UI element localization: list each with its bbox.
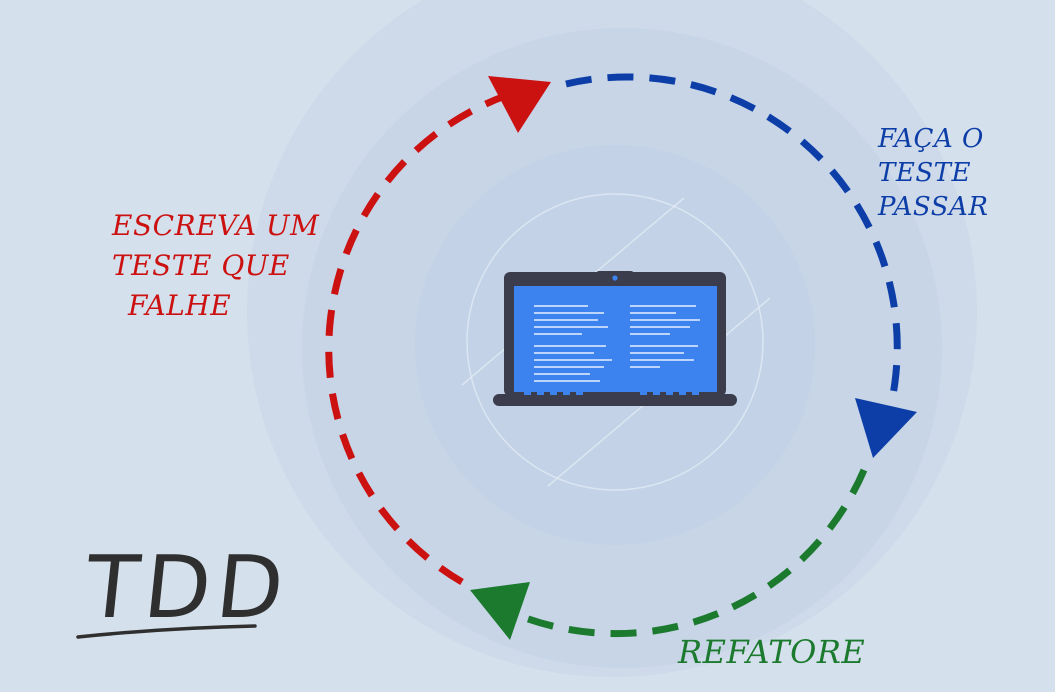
step-make-test-pass: Faça o teste passar <box>878 126 1053 228</box>
decor-ring <box>466 193 764 491</box>
laptop-icon <box>493 271 737 406</box>
diagram-title: TDD <box>80 538 295 638</box>
green-arrowhead <box>470 582 530 640</box>
step-blue-line-3: passar <box>878 192 989 222</box>
step-red-line-3: falhe <box>128 289 232 322</box>
blue-arrowhead <box>855 398 917 458</box>
title-underline <box>76 624 257 639</box>
step-refactor: Refatore <box>678 636 908 668</box>
step-green-line-1: Refatore <box>678 633 866 671</box>
step-blue-line-2: teste <box>878 158 971 188</box>
red-arc <box>325 92 507 586</box>
blue-arc <box>565 73 901 401</box>
red-arrowhead <box>488 76 551 133</box>
step-red-line-2: teste que <box>112 249 290 282</box>
step-blue-line-1: Faça o <box>878 124 984 154</box>
green-arc <box>518 468 868 638</box>
step-write-failing-test: Escreva um teste que falhe <box>112 212 372 332</box>
step-red-line-1: Escreva um <box>112 209 320 242</box>
